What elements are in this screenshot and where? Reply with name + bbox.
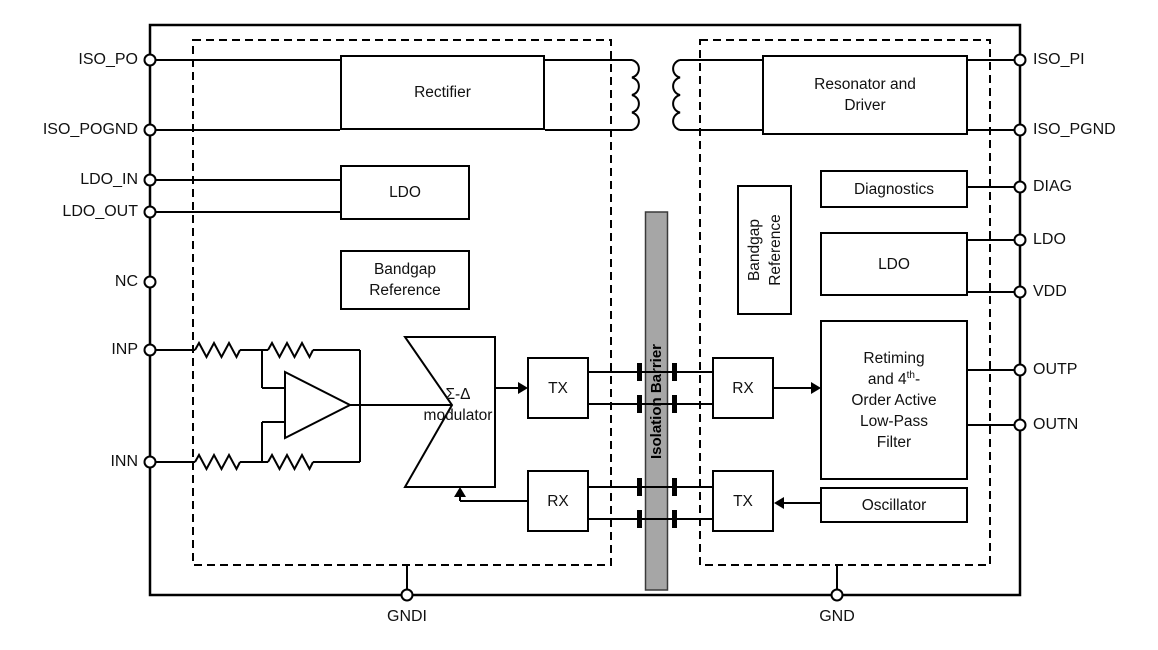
tx-left-block: TX [527,357,589,419]
rx-left-label: RX [547,492,569,510]
resistor-symbols [194,340,314,472]
arrowheads [454,382,821,509]
sigma-delta-modulator-label: Σ-Δ modulator [413,383,503,427]
tx-left-label: TX [548,379,568,397]
pin-ldo-in [143,173,157,187]
pin-label-gndi: GNDI [387,608,427,625]
pin-label-nc: NC [114,273,138,290]
ldo-left-label: LDO [389,184,421,201]
pin-label-ldo: LDO [1033,231,1066,248]
pin-label-iso-pgnd: ISO_PGND [1033,121,1116,138]
resonator-label-line1: Resonator and [814,76,916,93]
rx-right-block: RX [712,357,774,419]
op-amp-symbol [284,370,353,440]
pin-iso-pi [1013,53,1027,67]
pin-outp [1013,363,1027,377]
pin-iso-pgnd [1013,123,1027,137]
tx-right-label: TX [733,492,753,510]
transformer-primary-coil [631,59,640,131]
pin-inp [143,343,157,357]
filter-line2: and 4th- [867,369,921,388]
sigma-delta-modulator-shape [403,336,496,488]
pin-gnd [830,588,844,602]
retiming-filter-block: Retiming and 4th- Order Active Low-Pass … [820,320,968,480]
low-side-dashed-box [699,39,991,566]
bandgap-left-line2: Reference [369,282,441,299]
pin-label-inp: INP [111,341,138,358]
modulator-line1: Σ-Δ [445,386,471,403]
pin-gndi [400,588,414,602]
pin-label-iso-pi: ISO_PI [1033,51,1085,68]
pin-iso-pognd [143,123,157,137]
isolation-barrier-bar [644,211,669,591]
bandgap-left-line1: Bandgap [373,261,437,278]
resonator-label-line2: Driver [844,97,886,114]
rx-left-block: RX [527,470,589,532]
bandgap-reference-right-block: Bandgap Reference [737,185,792,315]
rectifier-label: Rectifier [414,84,471,101]
ldo-left-block: LDO [340,165,470,220]
filter-superscript: th [906,369,915,381]
bandgap-right-rotated: Bandgap Reference [739,187,790,313]
pin-ldo [1013,233,1027,247]
pin-label-iso-pognd: ISO_POGND [42,121,138,138]
transformer-secondary-coil [672,59,681,131]
pin-label-ldo-in: LDO_IN [80,171,138,188]
pin-ldo-out [143,205,157,219]
pin-label-vdd: VDD [1033,283,1067,300]
chip-boundary [148,23,1022,597]
resonator-driver-block: Resonator and Driver [762,55,968,135]
bandgap-right-line2: Reference [766,214,784,286]
isolation-barrier-label: Isolation Barrier [648,343,666,459]
filter-line4: Low-Pass [859,412,929,430]
high-side-dashed-box [192,39,612,566]
filter-line5: Filter [876,433,912,451]
wires [155,59,1015,590]
pin-outn [1013,418,1027,432]
ldo-right-label: LDO [878,255,910,273]
ldo-right-block: LDO [820,232,968,296]
pin-label-diag: DIAG [1033,178,1073,195]
filter-line1: Retiming [863,349,925,367]
pin-iso-po [143,53,157,67]
modulator-line2: modulator [423,407,493,424]
rectifier-block: Rectifier [340,55,545,130]
pin-nc [143,275,157,289]
pin-label-inn: INN [110,453,138,470]
isolation-capacitor-plates [637,363,677,528]
filter-line3: Order Active [851,391,937,409]
oscillator-block: Oscillator [820,487,968,523]
bandgap-right-line1: Bandgap [745,218,763,282]
pin-vdd [1013,285,1027,299]
tx-right-block: TX [712,470,774,532]
diagnostics-block: Diagnostics [820,170,968,208]
bandgap-reference-left-block: Bandgap Reference [340,250,470,310]
rx-right-label: RX [732,379,754,397]
pin-circles [143,53,1027,602]
pin-diag [1013,180,1027,194]
pin-label-gnd: GND [819,608,855,625]
oscillator-label: Oscillator [861,496,927,514]
pin-label-outn: OUTN [1033,416,1079,433]
pin-label-iso-po: ISO_PO [78,51,138,68]
diagnostics-label: Diagnostics [853,180,935,198]
pin-label-ldo-out: LDO_OUT [62,203,138,220]
pin-label-outp: OUTP [1033,361,1078,378]
pin-inn [143,455,157,469]
